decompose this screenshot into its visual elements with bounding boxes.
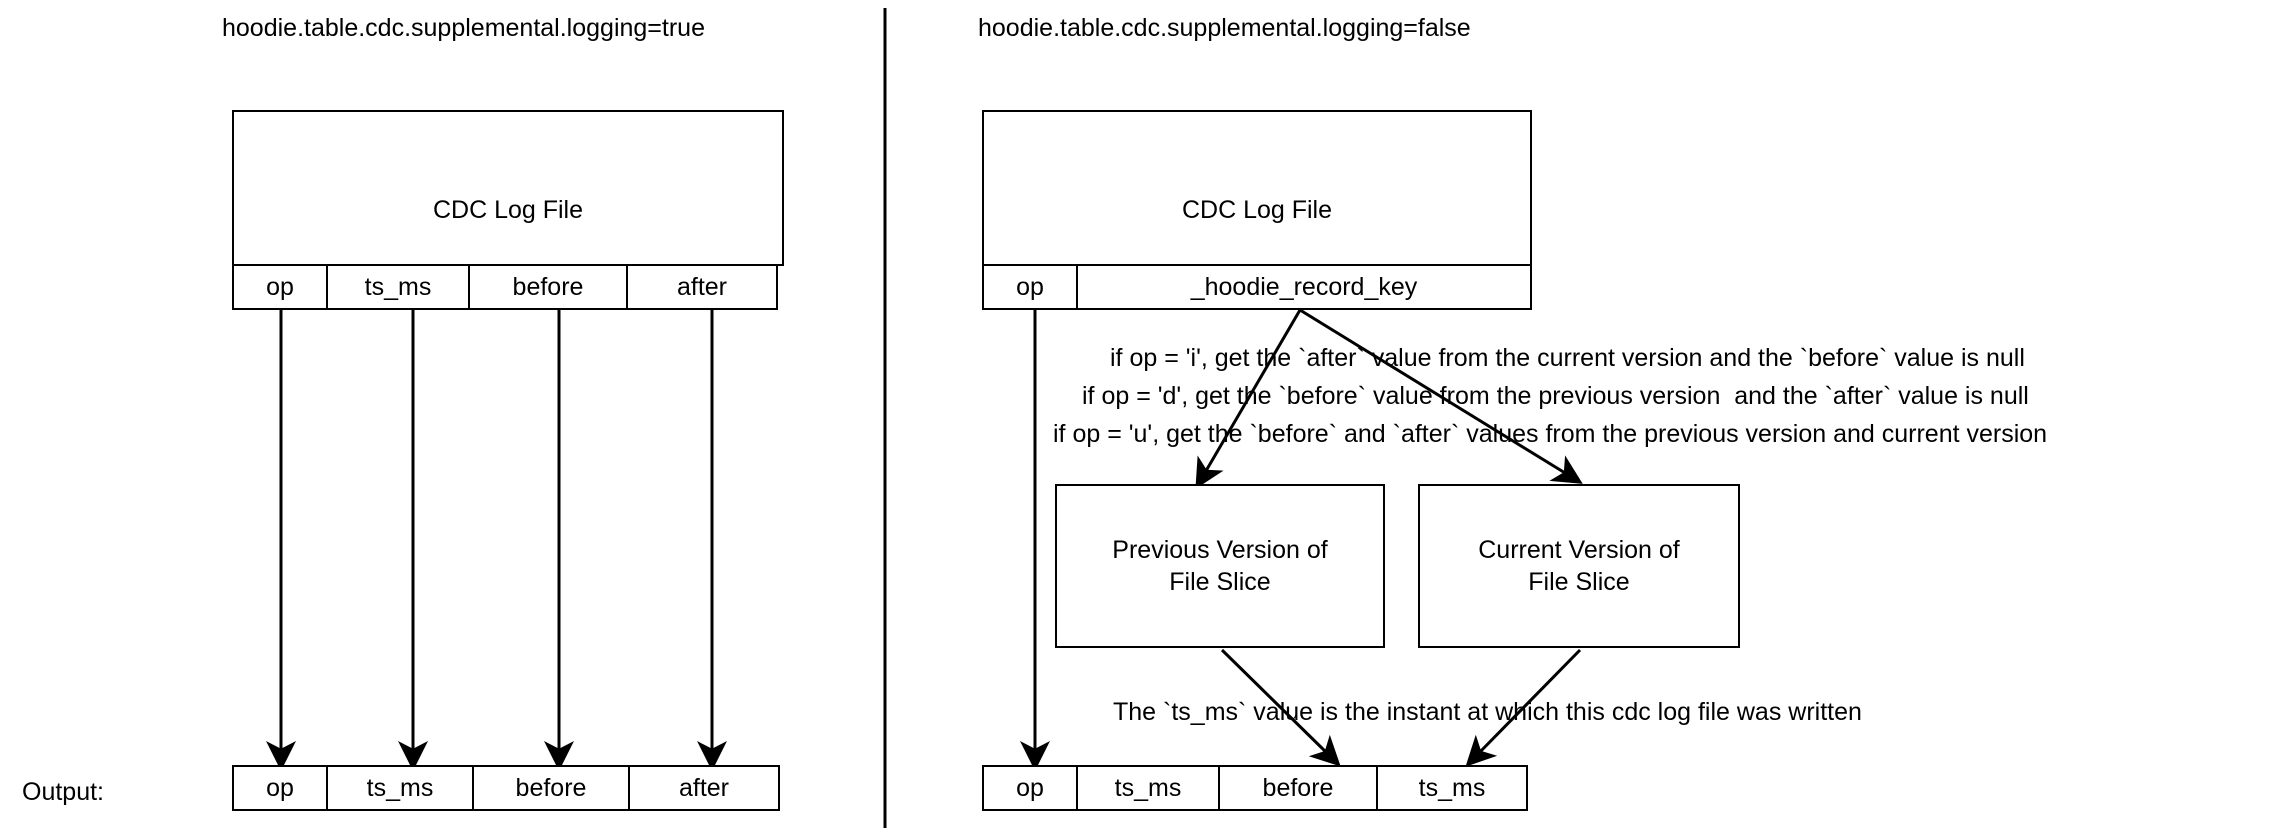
previous-version-label: Previous Version of File Slice [1112,536,1328,596]
column-header-hoodie-record-key: _hoodie_record_key [1076,264,1532,310]
cdc-log-columns-right: op _hoodie_record_key [982,264,1532,310]
column-header-after: after [626,264,778,310]
panel-title-right: hoodie.table.cdc.supplemental.logging=fa… [978,14,1471,42]
column-header-op: op [982,264,1078,310]
condition-delete-text: if op = 'd', get the `before` value from… [1082,382,2029,410]
previous-version-file-slice-box: Previous Version of File Slice [1055,484,1385,648]
record-key-to-versions-arrows [1195,308,1583,489]
output-cell-before: before [1218,765,1378,811]
output-columns-left: op ts_ms before after [232,765,780,811]
condition-update-text: if op = 'u', get the `before` and `after… [1053,420,2048,448]
condition-insert-text: if op = 'i', get the `after` value from … [1110,344,2025,372]
output-cell-before: before [472,765,630,811]
output-cell-ts-ms: ts_ms [326,765,474,811]
cdc-log-columns-left: op ts_ms before after [232,264,778,310]
output-cell-after: after [628,765,780,811]
cdc-log-file-label-left: CDC Log File [432,196,584,224]
output-cell-ts-ms: ts_ms [1076,765,1220,811]
versions-to-output-arrows [1220,648,1582,767]
cdc-log-file-box-left: CDC Log File [232,110,784,266]
left-panel-arrows [266,310,727,771]
output-label: Output: [22,778,104,806]
output-cell-ts-ms-2: ts_ms [1376,765,1528,811]
output-cell-op: op [232,765,328,811]
column-header-before: before [468,264,628,310]
ts-ms-note-text: The `ts_ms` value is the instant at whic… [1113,698,1862,726]
panel-title-left: hoodie.table.cdc.supplemental.logging=tr… [222,14,705,42]
column-header-ts-ms: ts_ms [326,264,470,310]
column-header-op: op [232,264,328,310]
cdc-log-file-label-right: CDC Log File [1181,196,1333,224]
current-version-label: Current Version of File Slice [1478,536,1680,596]
output-cell-op: op [982,765,1078,811]
current-version-file-slice-box: Current Version of File Slice [1418,484,1740,648]
cdc-log-file-box-right: CDC Log File [982,110,1532,266]
output-columns-right: op ts_ms before ts_ms [982,765,1528,811]
